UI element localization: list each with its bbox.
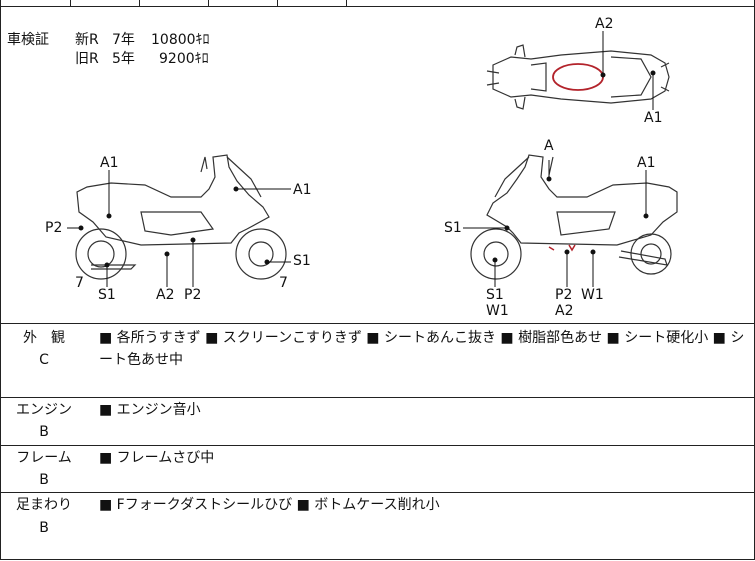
label-top-a1: A1	[644, 110, 663, 126]
inspection-years: 7年	[112, 32, 135, 48]
inspection-years: 5年	[112, 51, 135, 67]
scooter-top-view	[486, 44, 670, 110]
label-left-p2-side: P2	[45, 220, 63, 236]
condition-category: 足まわり	[16, 497, 72, 513]
scooter-diagrams	[67, 31, 678, 287]
top-table-edge	[1, 0, 754, 7]
label-left-s1-right: S1	[293, 253, 311, 269]
condition-grade: B	[39, 520, 49, 536]
condition-notes: ■ エンジン音小	[99, 402, 201, 418]
condition-notes: ■ フレームさび中	[99, 450, 215, 466]
label-left-a1-right: A1	[293, 182, 312, 198]
diagram-panel: 車検証 新R 7年 10800ｷﾛ 旧R 5年 9200ｷﾛ	[1, 7, 754, 324]
label-right-a-top: A	[544, 138, 554, 154]
leader-lines	[600, 31, 656, 110]
label-right-w1-bottom: W1	[581, 287, 604, 303]
inspection-price: 10800ｷﾛ	[151, 32, 210, 48]
column-divider	[277, 0, 278, 6]
condition-notes: ■ 各所うすきず ■ スクリーンこすりきず ■ シートあんこ抜き ■ 樹脂部色あ…	[99, 330, 745, 368]
frame-damage-mark	[548, 244, 576, 252]
leader-lines	[67, 170, 291, 287]
label-left-a2-bottom: A2	[156, 287, 175, 303]
label-left-7-right: 7	[279, 275, 288, 291]
condition-grade: C	[39, 352, 49, 368]
condition-notes: ■ Fフォークダストシールひび ■ ボトムケース削れ小	[99, 497, 440, 513]
scooter-right-view	[470, 154, 678, 280]
label-right-a2-bottom: A2	[555, 303, 574, 319]
inspection-label: 車検証	[7, 32, 49, 48]
label-right-s1-left: S1	[444, 220, 462, 236]
condition-row-exterior: 外 観 C ■ 各所うすきず ■ スクリーンこすりきず ■ シートあんこ抜き ■…	[1, 324, 754, 398]
label-left-7-left: 7	[75, 275, 84, 291]
inspection-type: 新R	[75, 32, 99, 48]
leader-lines	[463, 160, 649, 287]
column-divider	[208, 0, 209, 6]
condition-row-frame: フレーム B ■ フレームさび中	[1, 446, 754, 493]
label-right-w1-under-s1: W1	[486, 303, 509, 319]
condition-category: フレーム	[16, 450, 72, 466]
label-top-a2: A2	[595, 16, 614, 32]
column-divider	[70, 0, 71, 6]
scooter-left-view	[75, 154, 287, 280]
condition-grade: B	[39, 424, 49, 440]
condition-row-engine: エンジン B ■ エンジン音小	[1, 398, 754, 446]
condition-grade: B	[39, 472, 49, 488]
label-left-s1-bottom: S1	[98, 287, 116, 303]
label-left-a1-top: A1	[100, 155, 119, 171]
column-divider	[139, 0, 140, 6]
column-divider	[346, 0, 347, 6]
label-right-a1-top: A1	[637, 155, 656, 171]
condition-row-suspension: 足まわり B ■ Fフォークダストシールひび ■ ボトムケース削れ小	[1, 493, 754, 559]
inspection-type: 旧R	[75, 51, 99, 67]
label-right-s1-bottom: S1	[486, 287, 504, 303]
label-left-p2-bottom: P2	[184, 287, 202, 303]
inspection-price: 9200ｷﾛ	[159, 51, 209, 67]
seat-damage-mark	[552, 63, 604, 91]
label-right-p2-bottom: P2	[555, 287, 573, 303]
condition-category: 外 観	[23, 330, 65, 346]
condition-category: エンジン	[16, 402, 72, 418]
